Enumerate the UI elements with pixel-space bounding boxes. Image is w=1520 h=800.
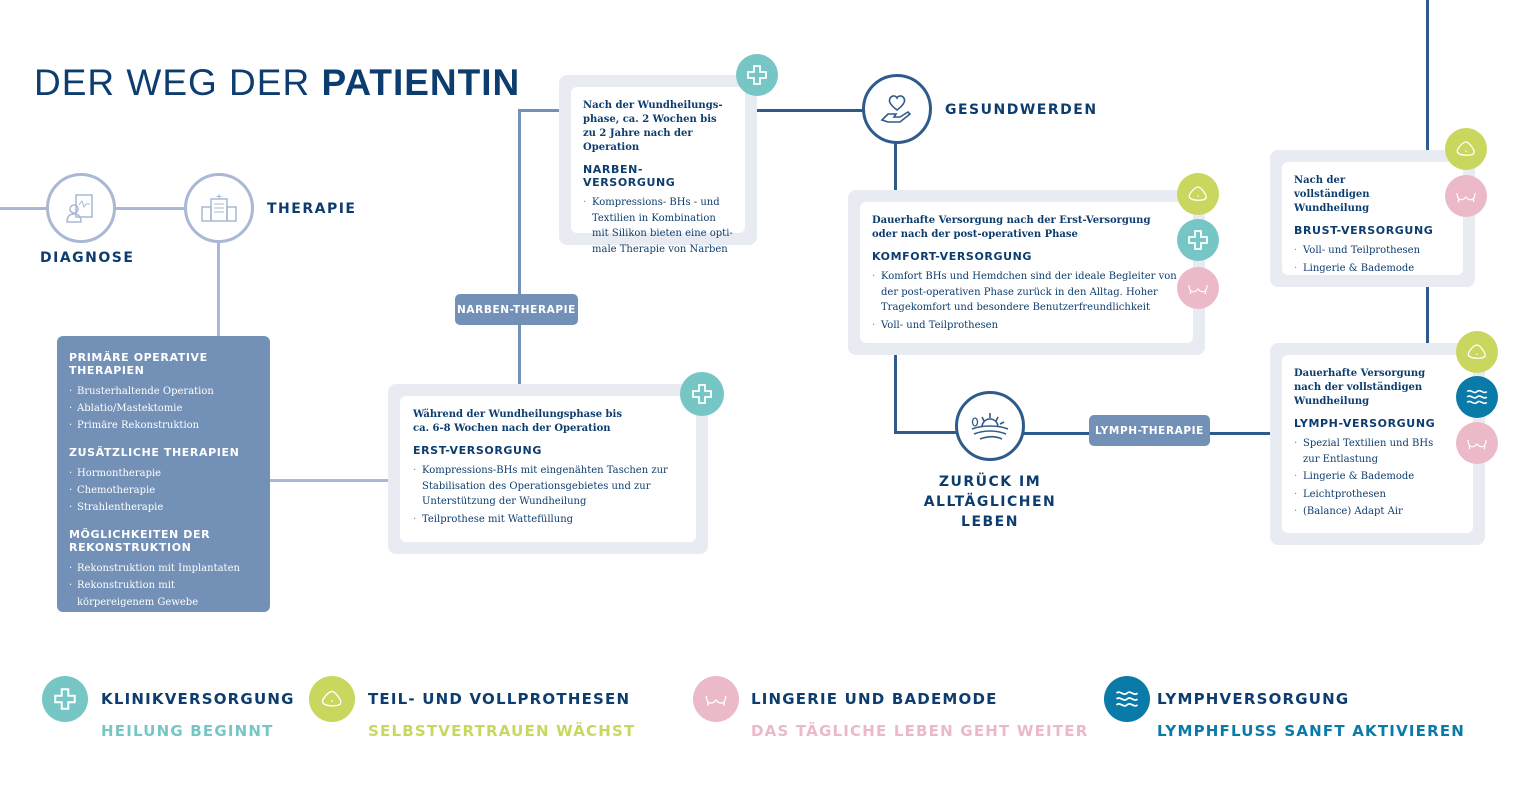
legend-title: LINGERIE UND BADEMODE	[751, 690, 998, 708]
list-item: Kompressions- BHs - und Textilien in Kom…	[583, 195, 733, 257]
list-item: Strahlentherapie	[69, 499, 258, 516]
list-item: (Balance) Adapt Air	[1294, 504, 1444, 520]
list-item: Teilprothese mit Wattefüllung	[413, 512, 683, 528]
list-item: Kompressions-BHs mit eingenähten Taschen…	[413, 463, 683, 510]
list-item: Ablatio/Mastektomie	[69, 400, 258, 417]
legend-subtitle: LYMPHFLUSS SANFT AKTIVIEREN	[1157, 722, 1466, 740]
list-item: Voll- und Teilprothesen	[1294, 243, 1451, 259]
prosthesis-icon	[1445, 128, 1487, 170]
list-item: Hormontherapie	[69, 465, 258, 482]
page-title: DER WEG DER PATIENTIN	[34, 62, 521, 103]
narben-versorgung-card: Nach der Wundheilungs-phase, ca. 2 Woche…	[559, 75, 757, 255]
narben-therapie-pill: NARBEN-THERAPIE	[455, 294, 578, 325]
list-item: Voll- und Teilprothesen	[872, 318, 1181, 334]
connector	[217, 243, 220, 336]
list-item: Brusterhaltende Operation	[69, 383, 258, 400]
therapy-box: PRIMÄRE OPERATIVE THERAPIEN Brusterhalte…	[57, 336, 270, 612]
connector	[270, 479, 390, 482]
section-heading: ZUSÄTZLICHE THERAPIEN	[69, 446, 240, 459]
list-item: Komfort BHs und Hemdchen sind der ideale…	[872, 269, 1181, 316]
prosthesis-icon	[1177, 173, 1219, 215]
connector	[1426, 287, 1429, 344]
erst-versorgung-card: Während der Wundheilungsphase bis ca. 6-…	[388, 384, 708, 554]
legend-title: LYMPHVERSORGUNG	[1157, 690, 1350, 708]
bra-icon	[1177, 267, 1219, 309]
connector	[1426, 0, 1429, 152]
connector	[757, 109, 865, 112]
gesundwerden-node	[862, 74, 932, 144]
legend-prosthesis-icon	[309, 676, 355, 722]
list-item: Chemotherapie	[69, 482, 258, 499]
list-item: Rekonstruktion mit körpereigenem Gewebe	[69, 577, 219, 611]
list-item: Lingerie & Bademode	[1294, 469, 1444, 485]
legend-bra-icon	[693, 676, 739, 722]
therapie-node	[184, 173, 254, 243]
connector	[894, 431, 958, 434]
legend-title: TEIL- UND VOLLPROTHESEN	[368, 690, 631, 708]
komfort-versorgung-card: Dauerhafte Versorgung nach der Erst-Vers…	[848, 190, 1205, 355]
bra-icon	[1456, 422, 1498, 464]
list-item: Rekonstruktion mit Implantaten	[69, 560, 258, 577]
brust-versorgung-card: Nach der vollständigen Wundheilung BRUST…	[1270, 150, 1475, 287]
diagnose-node	[46, 173, 116, 243]
doctor-clipboard-icon	[66, 194, 93, 223]
section-heading: MÖGLICHKEITEN DER REKONSTRUKTION	[69, 528, 211, 554]
legend-cross-icon	[42, 676, 88, 722]
bra-icon	[1445, 175, 1487, 217]
legend-subtitle: HEILUNG BEGINNT	[101, 722, 274, 740]
connector	[518, 110, 521, 384]
prosthesis-icon	[1456, 331, 1498, 373]
legend-waves-icon	[1104, 676, 1150, 722]
connector	[894, 143, 897, 191]
heart-hand-icon	[880, 95, 912, 123]
lymph-therapie-pill: LYMPH-THERAPIE	[1089, 415, 1210, 446]
list-item: Leichtprothesen	[1294, 487, 1444, 503]
alltag-node	[955, 391, 1025, 461]
list-item: Primäre Rekonstruktion	[69, 417, 258, 434]
legend-title: KLINIKVERSORGUNG	[101, 690, 295, 708]
connector	[894, 354, 897, 434]
legend-subtitle: SELBSTVERTRAUEN WÄCHST	[368, 722, 636, 740]
legend-subtitle: DAS TÄGLICHE LEBEN GEHT WEITER	[751, 722, 1089, 740]
cross-icon	[1177, 219, 1219, 261]
list-item: Lingerie & Bademode	[1294, 261, 1451, 277]
section-heading: PRIMÄRE OPERATIVE THERAPIEN	[69, 351, 208, 377]
hospital-icon	[201, 194, 237, 222]
therapie-label: THERAPIE	[267, 201, 357, 217]
diagnose-label: DIAGNOSE	[40, 250, 135, 266]
gesundwerden-label: GESUNDWERDEN	[945, 102, 1098, 118]
list-item: Spezial Textilien und BHs zur Entlastung	[1294, 436, 1444, 467]
lymph-versorgung-card: Dauerhafte Versorgung nach der vollständ…	[1270, 343, 1485, 545]
cross-icon	[736, 54, 778, 96]
waves-icon	[1456, 376, 1498, 418]
landscape-sun-icon	[971, 413, 1009, 440]
connector	[518, 109, 561, 112]
cross-icon	[680, 372, 724, 416]
